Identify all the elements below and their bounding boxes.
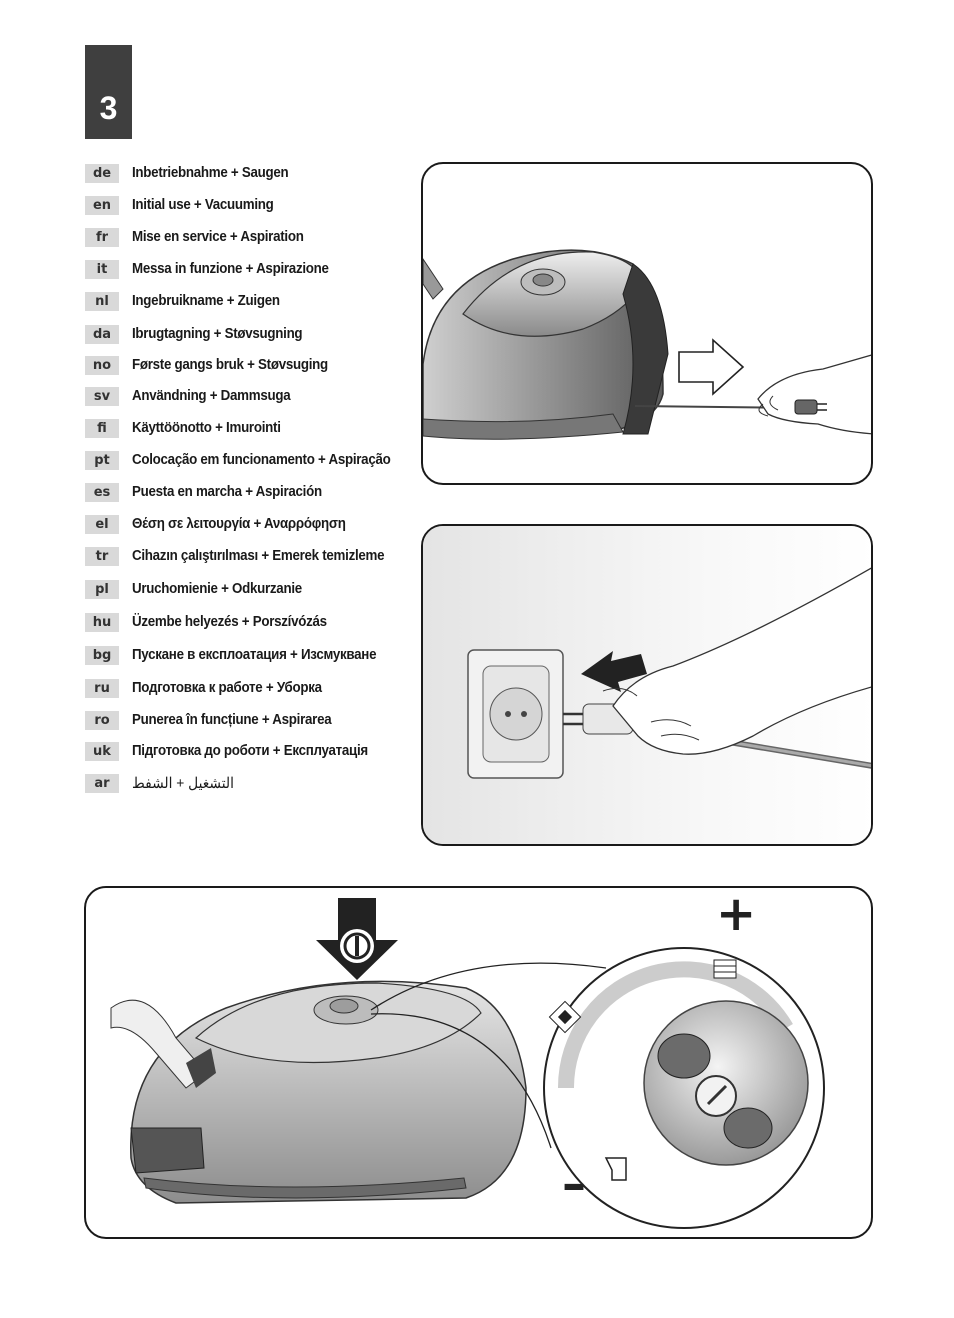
language-code: ar: [85, 773, 119, 793]
language-title: Ingebruikname + Zuigen: [132, 293, 280, 309]
language-title: Cihazın çalıştırılması + Emerek temizlem…: [132, 548, 385, 564]
illustration-pull-cord: [421, 162, 873, 485]
language-title: Підготовка до роботи + Експлуатація: [132, 743, 368, 759]
language-code: da: [85, 324, 119, 344]
language-row-ar: ar التشغيل + الشفط: [85, 773, 243, 793]
language-code: uk: [85, 741, 119, 761]
language-title: Første gangs bruk + Støvsuging: [132, 357, 328, 373]
language-row-tr: tr Cihazın çalıştırılması + Emerek temizl…: [85, 546, 406, 566]
illustration-power-on: + –: [84, 886, 873, 1239]
socket-plug-drawing: [423, 526, 871, 844]
language-code: de: [85, 163, 119, 183]
language-code: nl: [85, 291, 119, 311]
language-row-nl: nl Ingebruikname + Zuigen: [85, 291, 293, 311]
language-code: tr: [85, 546, 119, 566]
language-row-da: da Ibrugtagning + Støvsugning: [85, 324, 317, 344]
language-title: Подготовка к работе + Уборка: [132, 680, 322, 696]
language-title: Messa in funzione + Aspirazione: [132, 261, 329, 277]
language-code: hu: [85, 612, 119, 632]
language-title: Puesta en marcha + Aspiración: [132, 484, 322, 500]
language-row-pt: pt Colocação em funcionamento + Aspiração: [85, 450, 413, 470]
language-row-hu: hu Üzembe helyezés + Porszívózás: [85, 612, 344, 632]
language-row-uk: uk Підготовка до роботи + Експлуатація: [85, 741, 388, 761]
language-row-fr: fr Mise en service + Aspiration: [85, 227, 319, 247]
language-row-it: it Messa in funzione + Aspirazione: [85, 259, 346, 279]
language-title: Θέση σε λειτουργία + Αναρρόφηση: [132, 516, 346, 532]
language-code: ru: [85, 678, 119, 698]
language-title: Mise en service + Aspiration: [132, 229, 304, 245]
language-code: pl: [85, 579, 119, 599]
language-code: en: [85, 195, 119, 215]
language-title: التشغيل + الشفط: [132, 775, 234, 792]
language-title: Initial use + Vacuuming: [132, 197, 274, 213]
carpet-icon: [713, 959, 737, 979]
language-code: sv: [85, 386, 119, 406]
language-row-ro: ro Punerea în funcțiune + Aspirarea: [85, 710, 349, 730]
rug-icon: [548, 1000, 582, 1034]
power-minus-sign: –: [562, 1156, 586, 1212]
language-row-en: en Initial use + Vacuuming: [85, 195, 286, 215]
language-title: Punerea în funcțiune + Aspirarea: [132, 712, 332, 728]
language-code: ro: [85, 710, 119, 730]
language-title: Användning + Dammsuga: [132, 388, 291, 404]
language-title: Пускане в експлоатация + Изсмукване: [132, 647, 377, 663]
language-row-bg: bg Пускане в експлоатация + Изсмукване: [85, 645, 397, 665]
illustration-plug-in: [421, 524, 873, 846]
language-row-fi: fi Käyttöönotto + Imurointi: [85, 418, 294, 438]
language-row-ru: ru Подготовка к работе + Уборка: [85, 678, 338, 698]
language-row-no: no Første gangs bruk + Støvsuging: [85, 355, 345, 375]
language-title: Üzembe helyezés + Porszívózás: [132, 614, 327, 630]
language-code: no: [85, 355, 119, 375]
language-code: fr: [85, 227, 119, 247]
language-code: pt: [85, 450, 119, 470]
language-title: Uruchomienie + Odkurzanie: [132, 581, 302, 597]
language-code: es: [85, 482, 119, 502]
language-code: el: [85, 514, 119, 534]
power-plus-sign: +: [716, 886, 757, 942]
vacuum-power-dial-drawing: [110, 898, 825, 1229]
language-code: bg: [85, 645, 119, 665]
language-title: Inbetriebnahme + Saugen: [132, 165, 289, 181]
curtain-icon: [604, 1157, 627, 1181]
language-title: Käyttöönotto + Imurointi: [132, 420, 281, 436]
language-row-pl: pl Uruchomienie + Odkurzanie: [85, 579, 317, 599]
language-title: Colocação em funcionamento + Aspiração: [132, 452, 391, 468]
language-title: Ibrugtagning + Støvsugning: [132, 326, 303, 342]
language-code: fi: [85, 418, 119, 438]
vacuum-cord-drawing: [423, 249, 871, 440]
language-row-de: de Inbetriebnahme + Saugen: [85, 163, 302, 183]
language-code: it: [85, 259, 119, 279]
language-row-sv: sv Användning + Dammsuga: [85, 386, 304, 406]
language-row-el: el Θέση σε λειτουργία + Αναρρόφηση: [85, 514, 364, 534]
language-row-es: es Puesta en marcha + Aspiración: [85, 482, 338, 502]
step-number-badge: 3: [85, 45, 132, 139]
